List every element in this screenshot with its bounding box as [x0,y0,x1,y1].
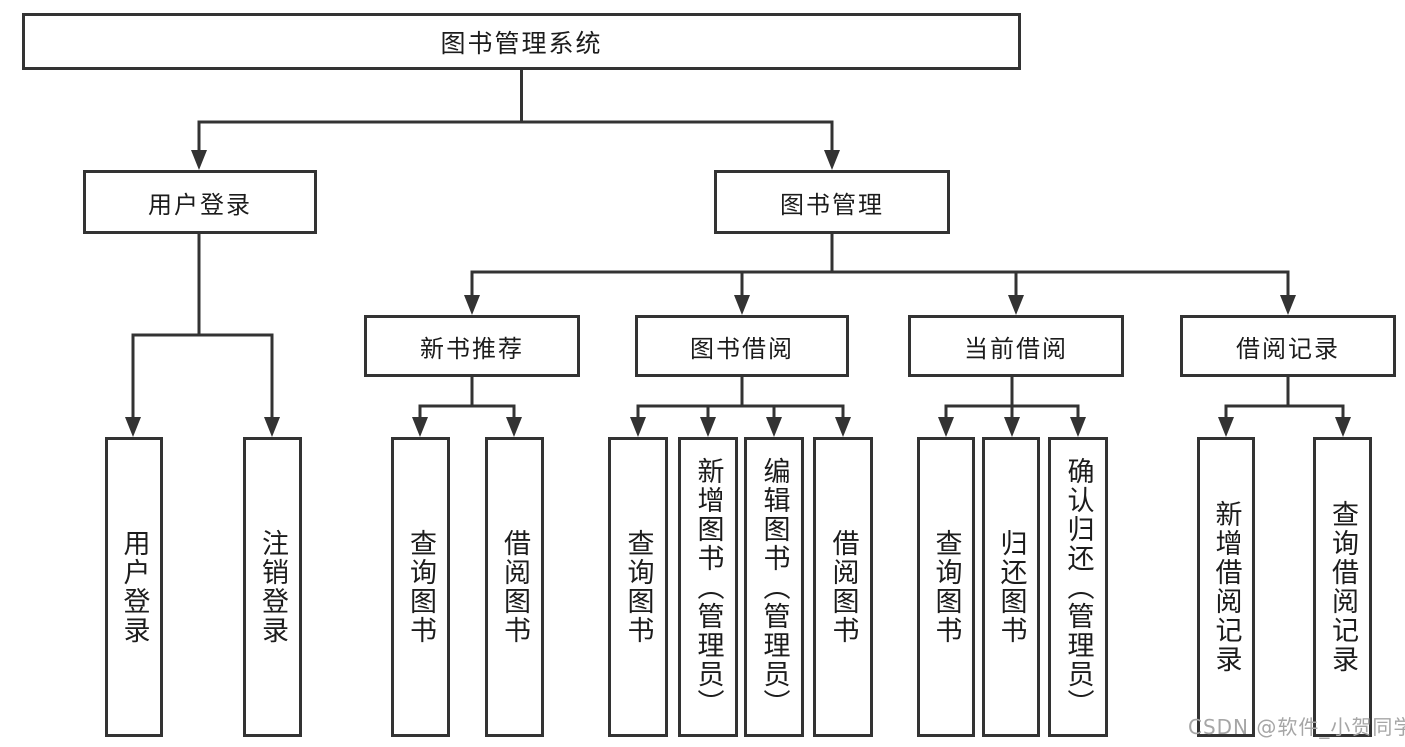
node-current-borrowing: 当前借阅 [908,315,1124,377]
leaf-borrow-books: 借阅图书 [485,437,544,737]
leaf-return-books: 归还图书 [982,437,1040,737]
node-label: 注销登录 [257,529,288,645]
node-label: 借阅记录 [1236,334,1340,363]
node-label: 确认归还（管理员） [1062,456,1094,718]
node-book-management: 图书管理 [714,170,950,234]
leaf-query-books: 查询图书 [608,437,668,737]
node-label: 查询图书 [405,529,436,645]
node-label: 借阅图书 [827,529,859,645]
node-label: 新增图书（管理员） [692,456,724,718]
leaf-user-login: 用户登录 [105,437,163,737]
node-label: 查询图书 [930,529,962,645]
leaf-confirm-return-admin: 确认归还（管理员） [1048,437,1108,737]
node-label: 查询借阅记录 [1327,500,1358,674]
node-label: 新书推荐 [420,334,524,363]
node-borrowing-records: 借阅记录 [1180,315,1396,377]
leaf-query-books: 查询图书 [917,437,975,737]
node-label: 查询图书 [622,529,654,645]
node-label: 编辑图书（管理员） [758,456,790,718]
leaf-query-books: 查询图书 [391,437,450,737]
leaf-edit-books-admin: 编辑图书（管理员） [744,437,804,737]
node-book-borrowing: 图书借阅 [635,315,849,377]
node-system-root: 图书管理系统 [22,13,1021,70]
leaf-borrow-books: 借阅图书 [813,437,873,737]
leaf-add-books-admin: 新增图书（管理员） [678,437,738,737]
leaf-logout: 注销登录 [243,437,302,737]
node-label: 用户登录 [148,190,252,219]
csdn-watermark: CSDN @软件_小贺同学 [1188,715,1405,739]
node-label: 当前借阅 [964,334,1068,363]
node-new-book-recommend: 新书推荐 [364,315,580,377]
node-label: 图书管理系统 [440,28,603,58]
leaf-add-borrow-record: 新增借阅记录 [1197,437,1255,737]
node-label: 用户登录 [118,529,150,645]
node-label: 借阅图书 [499,529,530,645]
leaf-query-borrow-record: 查询借阅记录 [1313,437,1372,737]
node-user-login: 用户登录 [83,170,317,234]
node-label: 图书借阅 [690,334,794,363]
node-label: 新增借阅记录 [1210,500,1242,674]
node-label: 图书管理 [780,190,884,219]
node-label: 归还图书 [995,529,1027,645]
